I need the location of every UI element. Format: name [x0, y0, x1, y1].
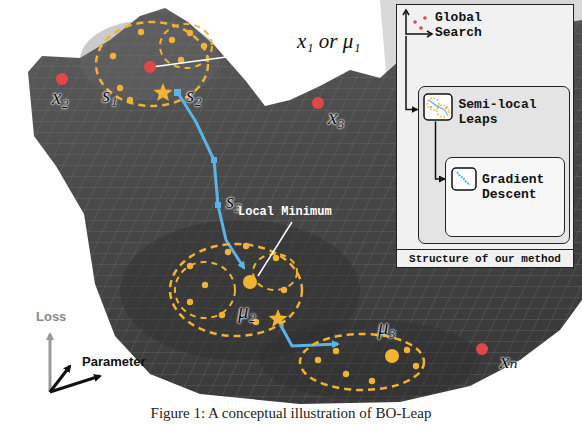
step-label: s₂	[186, 84, 201, 107]
axis-label: Loss	[36, 310, 66, 324]
node-heading: Semi-local Leaps	[459, 97, 549, 127]
start-star	[154, 83, 173, 101]
structure-panel: Global SearchStructure of our method Semi…	[396, 4, 574, 268]
leap-path	[280, 324, 338, 346]
point-label: x₃	[328, 106, 345, 129]
valley-shade	[260, 320, 480, 400]
loss-axis	[49, 334, 52, 392]
sample-region	[253, 254, 297, 290]
point-label: x₁ or μ₁	[297, 30, 361, 53]
point-label: xₙ	[500, 350, 518, 373]
sample-region	[170, 244, 302, 336]
step-label: s₁	[102, 84, 117, 107]
sample-region	[160, 24, 212, 68]
callout-text: Local Minimum	[238, 206, 332, 219]
figure-caption: Figure 1: A conceptual illustration of B…	[0, 404, 582, 422]
start-star	[269, 309, 288, 327]
leader-line	[152, 48, 294, 67]
sample-region	[175, 262, 235, 318]
point-label: μ₂	[238, 300, 256, 323]
panel-footer: Structure of our method	[397, 249, 573, 267]
node-heading: Gradient Descent	[482, 172, 558, 202]
sample-region	[300, 334, 424, 390]
process-box: Gradient Descent	[445, 157, 565, 237]
leap-path	[178, 93, 244, 268]
sample-points	[315, 347, 419, 384]
point-label: μ₃	[378, 316, 396, 339]
sample-points	[187, 243, 287, 325]
parameter-axis	[50, 376, 100, 392]
node-heading: Global Search	[435, 10, 499, 40]
point-label: x₂	[52, 86, 69, 109]
leader-line	[258, 222, 292, 276]
process-box: Semi-local LeapsGradient Descent	[418, 86, 570, 244]
axis-label: Parameter	[82, 355, 146, 369]
